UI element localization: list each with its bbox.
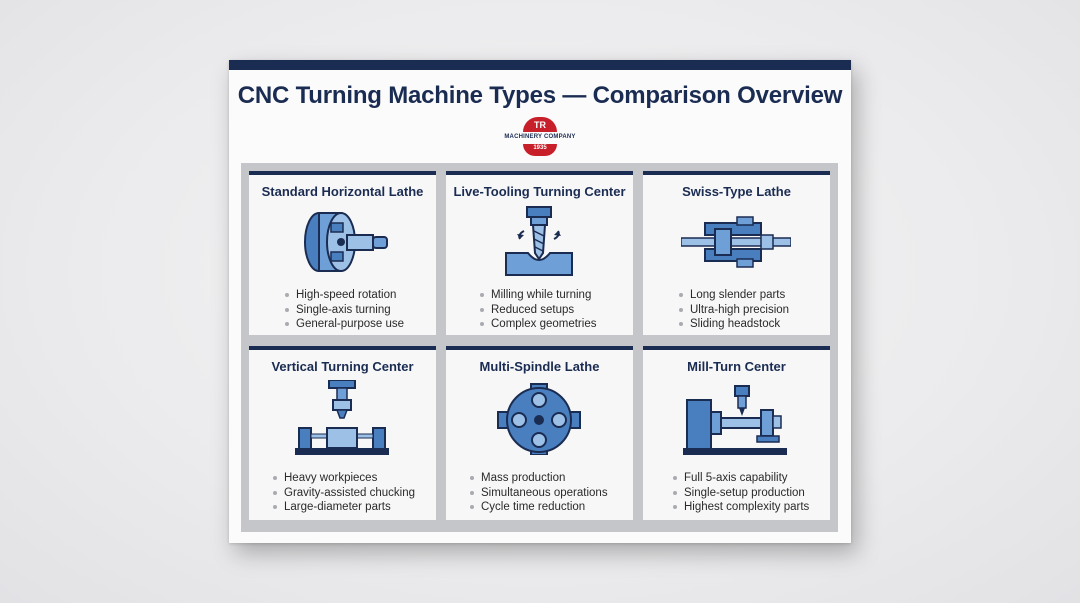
card-title: Multi-Spindle Lathe	[479, 359, 600, 374]
sliding-headstock-icon	[681, 216, 791, 268]
multi-spindle-drum-icon	[497, 383, 581, 455]
card-title: Vertical Turning Center	[271, 359, 414, 374]
card-standard-horizontal-lathe: Standard Horizontal Lathe High-speed rot…	[249, 171, 436, 335]
rotating-end-mill-icon	[505, 206, 573, 276]
list-item: Large-diameter parts	[271, 500, 415, 515]
list-item: Sliding headstock	[677, 317, 789, 332]
list-item: Single-setup production	[671, 486, 809, 501]
card-bullet-list: Milling while turning Reduced setups Com…	[478, 288, 596, 332]
card-vertical-turning-center: Vertical Turning Center Heavy workpieces…	[249, 346, 436, 520]
card-bullet-list: Full 5-axis capability Single-setup prod…	[671, 471, 809, 515]
sheet-title: CNC Turning Machine Types — Comparison O…	[237, 82, 843, 109]
vertical-turning-icon	[295, 380, 389, 455]
card-bullet-list: Mass production Simultaneous operations …	[468, 471, 608, 515]
list-item: Highest complexity parts	[671, 500, 809, 515]
lathe-chuck-icon	[304, 212, 388, 272]
logo-bottom-text: 1935	[523, 144, 557, 156]
list-item: Full 5-axis capability	[671, 471, 809, 486]
card-mill-turn-center: Mill-Turn Center Full 5-axis capability …	[643, 346, 830, 520]
list-item: Reduced setups	[478, 303, 596, 318]
card-title: Standard Horizontal Lathe	[261, 184, 424, 199]
card-grid: Standard Horizontal Lathe High-speed rot…	[241, 163, 838, 532]
card-title: Live-Tooling Turning Center	[453, 184, 626, 199]
card-bullet-list: Long slender parts Ultra-high precision …	[677, 288, 789, 332]
card-swiss-type-lathe: Swiss-Type Lathe Long slender parts Ultr…	[643, 171, 830, 335]
list-item: Complex geometries	[478, 317, 596, 332]
list-item: Single-axis turning	[283, 303, 404, 318]
card-live-tooling-turning-center: Live-Tooling Turning Center Milling whil…	[446, 171, 633, 335]
list-item: High-speed rotation	[283, 288, 404, 303]
list-item: Long slender parts	[677, 288, 789, 303]
mill-turn-machine-icon	[683, 385, 787, 455]
sheet-top-bar	[229, 60, 851, 70]
list-item: Milling while turning	[478, 288, 596, 303]
card-title: Mill-Turn Center	[687, 359, 786, 374]
logo-middle-text: MACHINERY COMPANY	[504, 134, 576, 140]
card-bullet-list: Heavy workpieces Gravity-assisted chucki…	[271, 471, 415, 515]
list-item: General-purpose use	[283, 317, 404, 332]
card-title: Swiss-Type Lathe	[682, 184, 791, 199]
comparison-sheet: CNC Turning Machine Types — Comparison O…	[229, 60, 851, 543]
list-item: Simultaneous operations	[468, 486, 608, 501]
list-item: Mass production	[468, 471, 608, 486]
card-bullet-list: High-speed rotation Single-axis turning …	[283, 288, 404, 332]
card-multi-spindle-lathe: Multi-Spindle Lathe Mass production Simu…	[446, 346, 633, 520]
list-item: Ultra-high precision	[677, 303, 789, 318]
list-item: Heavy workpieces	[271, 471, 415, 486]
list-item: Gravity-assisted chucking	[271, 486, 415, 501]
company-logo: TR MACHINERY COMPANY 1935	[491, 117, 589, 159]
list-item: Cycle time reduction	[468, 500, 608, 515]
logo-top-text: TR	[523, 117, 557, 132]
